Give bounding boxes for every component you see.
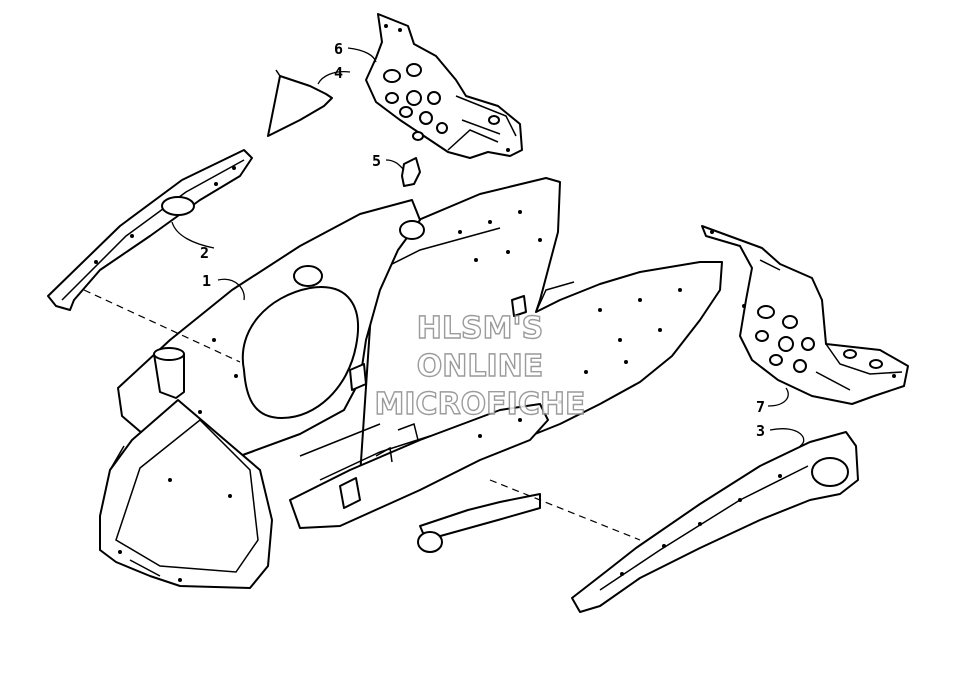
watermark-line-2: ONLINE	[417, 349, 544, 384]
callout-labels: 1 2 3 4 5 6 7	[200, 40, 765, 440]
callout-6: 6	[334, 40, 343, 58]
callout-1: 1	[202, 272, 211, 290]
part-1-chassis-frame	[99, 177, 723, 589]
part-2-left-rail	[47, 149, 253, 311]
part-3-right-rail	[571, 431, 859, 613]
alignment-lines	[83, 289, 641, 541]
watermark-line-3: MICROFICHE	[375, 387, 586, 422]
watermark-line-1: HLSM'S	[417, 311, 543, 346]
callout-3: 3	[756, 422, 765, 440]
callout-2: 2	[200, 244, 209, 262]
part-4-small-shield	[267, 69, 333, 137]
leader-lines	[171, 47, 805, 447]
watermark: HLSM'S ONLINE MICROFICHE	[374, 310, 586, 422]
callout-4: 4	[334, 64, 343, 82]
part-6-footrest-plate	[365, 13, 523, 159]
callout-5: 5	[372, 152, 381, 170]
part-7-footrest-plate	[701, 225, 909, 405]
callout-7: 7	[756, 398, 765, 416]
part-5-clip	[401, 157, 421, 187]
